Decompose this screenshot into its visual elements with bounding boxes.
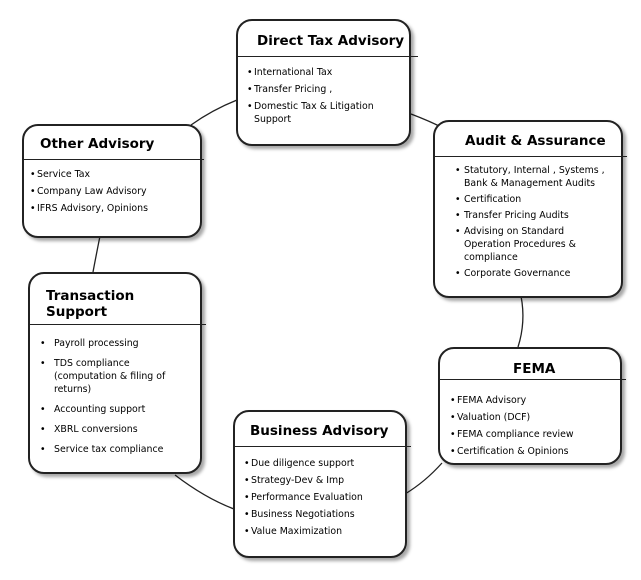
list-item: FEMA Advisory [450,394,615,407]
list-item: Transfer Pricing Audits [455,209,605,222]
fema-list: FEMA Advisory Valuation (DCF) FEMA compl… [450,394,615,462]
transaction-support-list: Payroll processing TDS compliance (compu… [40,337,190,463]
list-item: Payroll processing [40,337,190,350]
other-advisory-list: Service Tax Company Law Advisory IFRS Ad… [30,168,195,219]
connector-fema-to-business [404,462,443,495]
list-item: International Tax [247,66,402,79]
list-item: Company Law Advisory [30,185,195,198]
list-item: Domestic Tax & Litigation Support [247,100,402,126]
list-item: Service Tax [30,168,195,181]
fema-box: FEMA FEMA Advisory Valuation (DCF) FEMA … [438,347,626,465]
other-advisory-box: Other Advisory Service Tax Company Law A… [22,124,204,238]
transaction-support-box: Transaction Support Payroll processing T… [28,272,206,474]
connector-other-to-direct [190,99,238,126]
list-item: Corporate Governance [455,267,605,280]
list-item: Service tax compliance [40,443,190,456]
list-item: Statutory, Internal , Systems , Bank & M… [455,164,605,190]
audit-assurance-divider [433,156,627,157]
other-advisory-divider [22,159,204,160]
list-item: Certification [455,193,605,206]
list-item: Accounting support [40,403,190,416]
audit-assurance-title: Audit & Assurance [465,133,606,149]
connector-audit-to-fema [517,295,524,348]
audit-assurance-list: Statutory, Internal , Systems , Bank & M… [455,164,605,283]
business-advisory-title: Business Advisory [250,423,389,439]
list-item: TDS compliance (computation & filing of … [40,357,190,396]
direct-tax-advisory-divider [236,56,418,57]
list-item: Strategy-Dev & Imp [244,474,404,487]
list-item: Certification & Opinions [450,445,615,458]
audit-assurance-box: Audit & Assurance Statutory, Internal , … [433,120,627,298]
connector-business-to-transaction [174,474,235,510]
list-item: XBRL conversions [40,423,190,436]
list-item: Performance Evaluation [244,491,404,504]
list-item: IFRS Advisory, Opinions [30,202,195,215]
list-item: Business Negotiations [244,508,404,521]
other-advisory-title: Other Advisory [40,136,155,152]
list-item: Valuation (DCF) [450,411,615,424]
direct-tax-advisory-box: Direct Tax Advisory International Tax Tr… [236,19,418,146]
direct-tax-advisory-list: International Tax Transfer Pricing , Dom… [247,66,402,130]
list-item: Due diligence support [244,457,404,470]
direct-tax-advisory-title: Direct Tax Advisory [257,33,405,49]
list-item: Advising on Standard Operation Procedure… [455,225,605,264]
fema-divider [438,379,626,380]
transaction-support-title: Transaction Support [46,288,135,320]
list-item: Value Maximization [244,525,404,538]
connector-transaction-to-other [92,235,101,273]
fema-title: FEMA [513,361,556,377]
business-advisory-divider [233,446,411,447]
list-item: FEMA compliance review [450,428,615,441]
business-advisory-list: Due diligence support Strategy-Dev & Imp… [244,457,404,542]
list-item: Transfer Pricing , [247,83,402,96]
business-advisory-box: Business Advisory Due diligence support … [233,410,411,558]
transaction-support-divider [28,324,206,325]
